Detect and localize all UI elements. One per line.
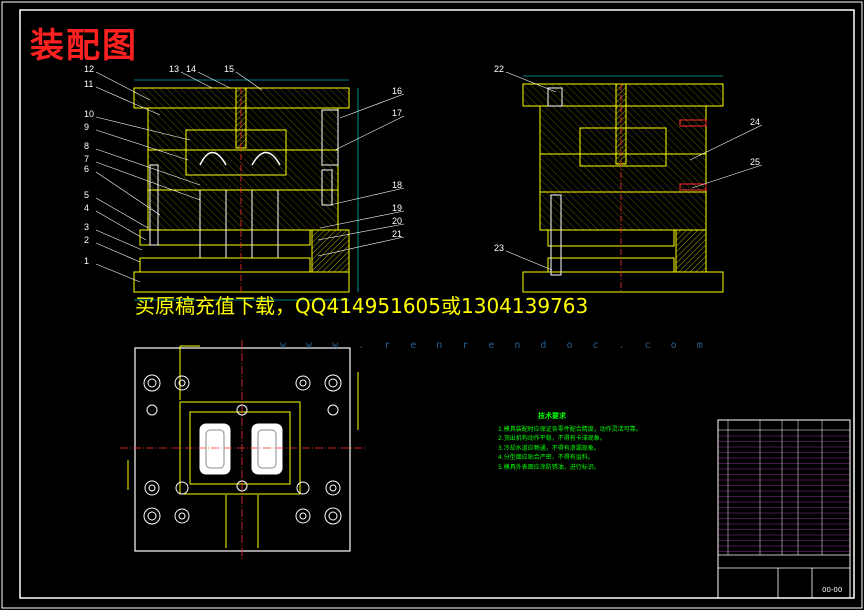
callout-number: 17 (392, 108, 403, 118)
drawing-number: 00-00 (822, 586, 843, 594)
callout-leader (95, 161, 201, 201)
callout-leader (235, 71, 263, 91)
side-section-view (522, 75, 724, 293)
callout-number: 9 (84, 122, 90, 132)
callout-leader (319, 210, 405, 229)
callout-number: 25 (750, 157, 761, 167)
tech-heading: 技术要求 (538, 412, 566, 420)
callout-number: 7 (84, 154, 90, 164)
callout-leader (95, 148, 201, 186)
tech-item: 3.冷却水道应畅通，不得有渗漏现象。 (498, 444, 600, 452)
watermark-text: 买原稿充值下载，QQ414951605或1304139763 (135, 294, 589, 318)
callout-number: 8 (84, 141, 90, 151)
callout-leader (95, 71, 151, 101)
callout-leader (95, 86, 161, 116)
front-section-view (133, 79, 359, 301)
callout-number: 5 (84, 190, 90, 200)
callout-number: 15 (224, 64, 235, 74)
callout-number: 6 (84, 164, 90, 174)
tech-item: 1.模具装配时应保证各零件配合精度，动作灵活可靠。 (498, 425, 642, 433)
callout-number: 10 (84, 109, 95, 119)
callout-number: 3 (84, 222, 90, 232)
watermark-url: w w w . r e n r e n d o c . c o m (280, 340, 710, 351)
technical-requirements: 技术要求 1.模具装配时应保证各零件配合精度，动作灵活可靠。 2.顶出机构动作平… (498, 412, 713, 472)
tech-item: 4.分型面应贴合严密，不得有溢料。 (498, 454, 594, 461)
callout-number: 18 (392, 180, 403, 190)
callout-leader (180, 71, 213, 89)
callout-leader (197, 71, 231, 89)
callout-leader (95, 229, 143, 251)
callout-leader (317, 236, 405, 257)
callout-leader (95, 171, 161, 216)
drawing-title: 装配图 (30, 26, 138, 66)
inner-border (19, 9, 855, 599)
callout-leader (329, 187, 405, 206)
callout-leader (689, 124, 763, 161)
callout-number: 16 (392, 86, 403, 96)
callout-leader (95, 129, 189, 161)
callout-number: 1 (84, 256, 90, 266)
callout-number: 20 (392, 216, 403, 226)
title-block-rows (718, 435, 850, 552)
callout-leader (505, 250, 553, 271)
callout-number: 4 (84, 203, 90, 213)
callout-number: 22 (494, 64, 505, 74)
callout-leader (95, 116, 191, 141)
callout-number: 19 (392, 203, 403, 213)
title-block (717, 419, 851, 599)
tech-item: 2.顶出机构动作平稳，不得有卡滞现象。 (498, 435, 606, 442)
plan-view (120, 340, 365, 560)
callout-leader (95, 263, 141, 283)
callout-leader (95, 210, 147, 241)
callout-number: 24 (750, 117, 761, 127)
callout-number: 2 (84, 235, 90, 245)
callout-leader (334, 115, 405, 151)
callout-leader (95, 197, 149, 229)
callout-number: 14 (186, 64, 197, 74)
callout-leader (95, 242, 141, 263)
callout-number: 11 (84, 79, 94, 89)
callout-number: 12 (84, 64, 95, 74)
tech-item: 5.模具外表面应涂防锈油，进行标识。 (498, 463, 600, 471)
callout-number: 21 (392, 229, 403, 239)
callout-leader (317, 223, 405, 241)
callout-leader (339, 93, 405, 119)
callout-number: 13 (169, 64, 180, 74)
callout-number: 23 (494, 243, 505, 253)
callout-leader (691, 164, 763, 189)
callout-leader (505, 71, 557, 93)
